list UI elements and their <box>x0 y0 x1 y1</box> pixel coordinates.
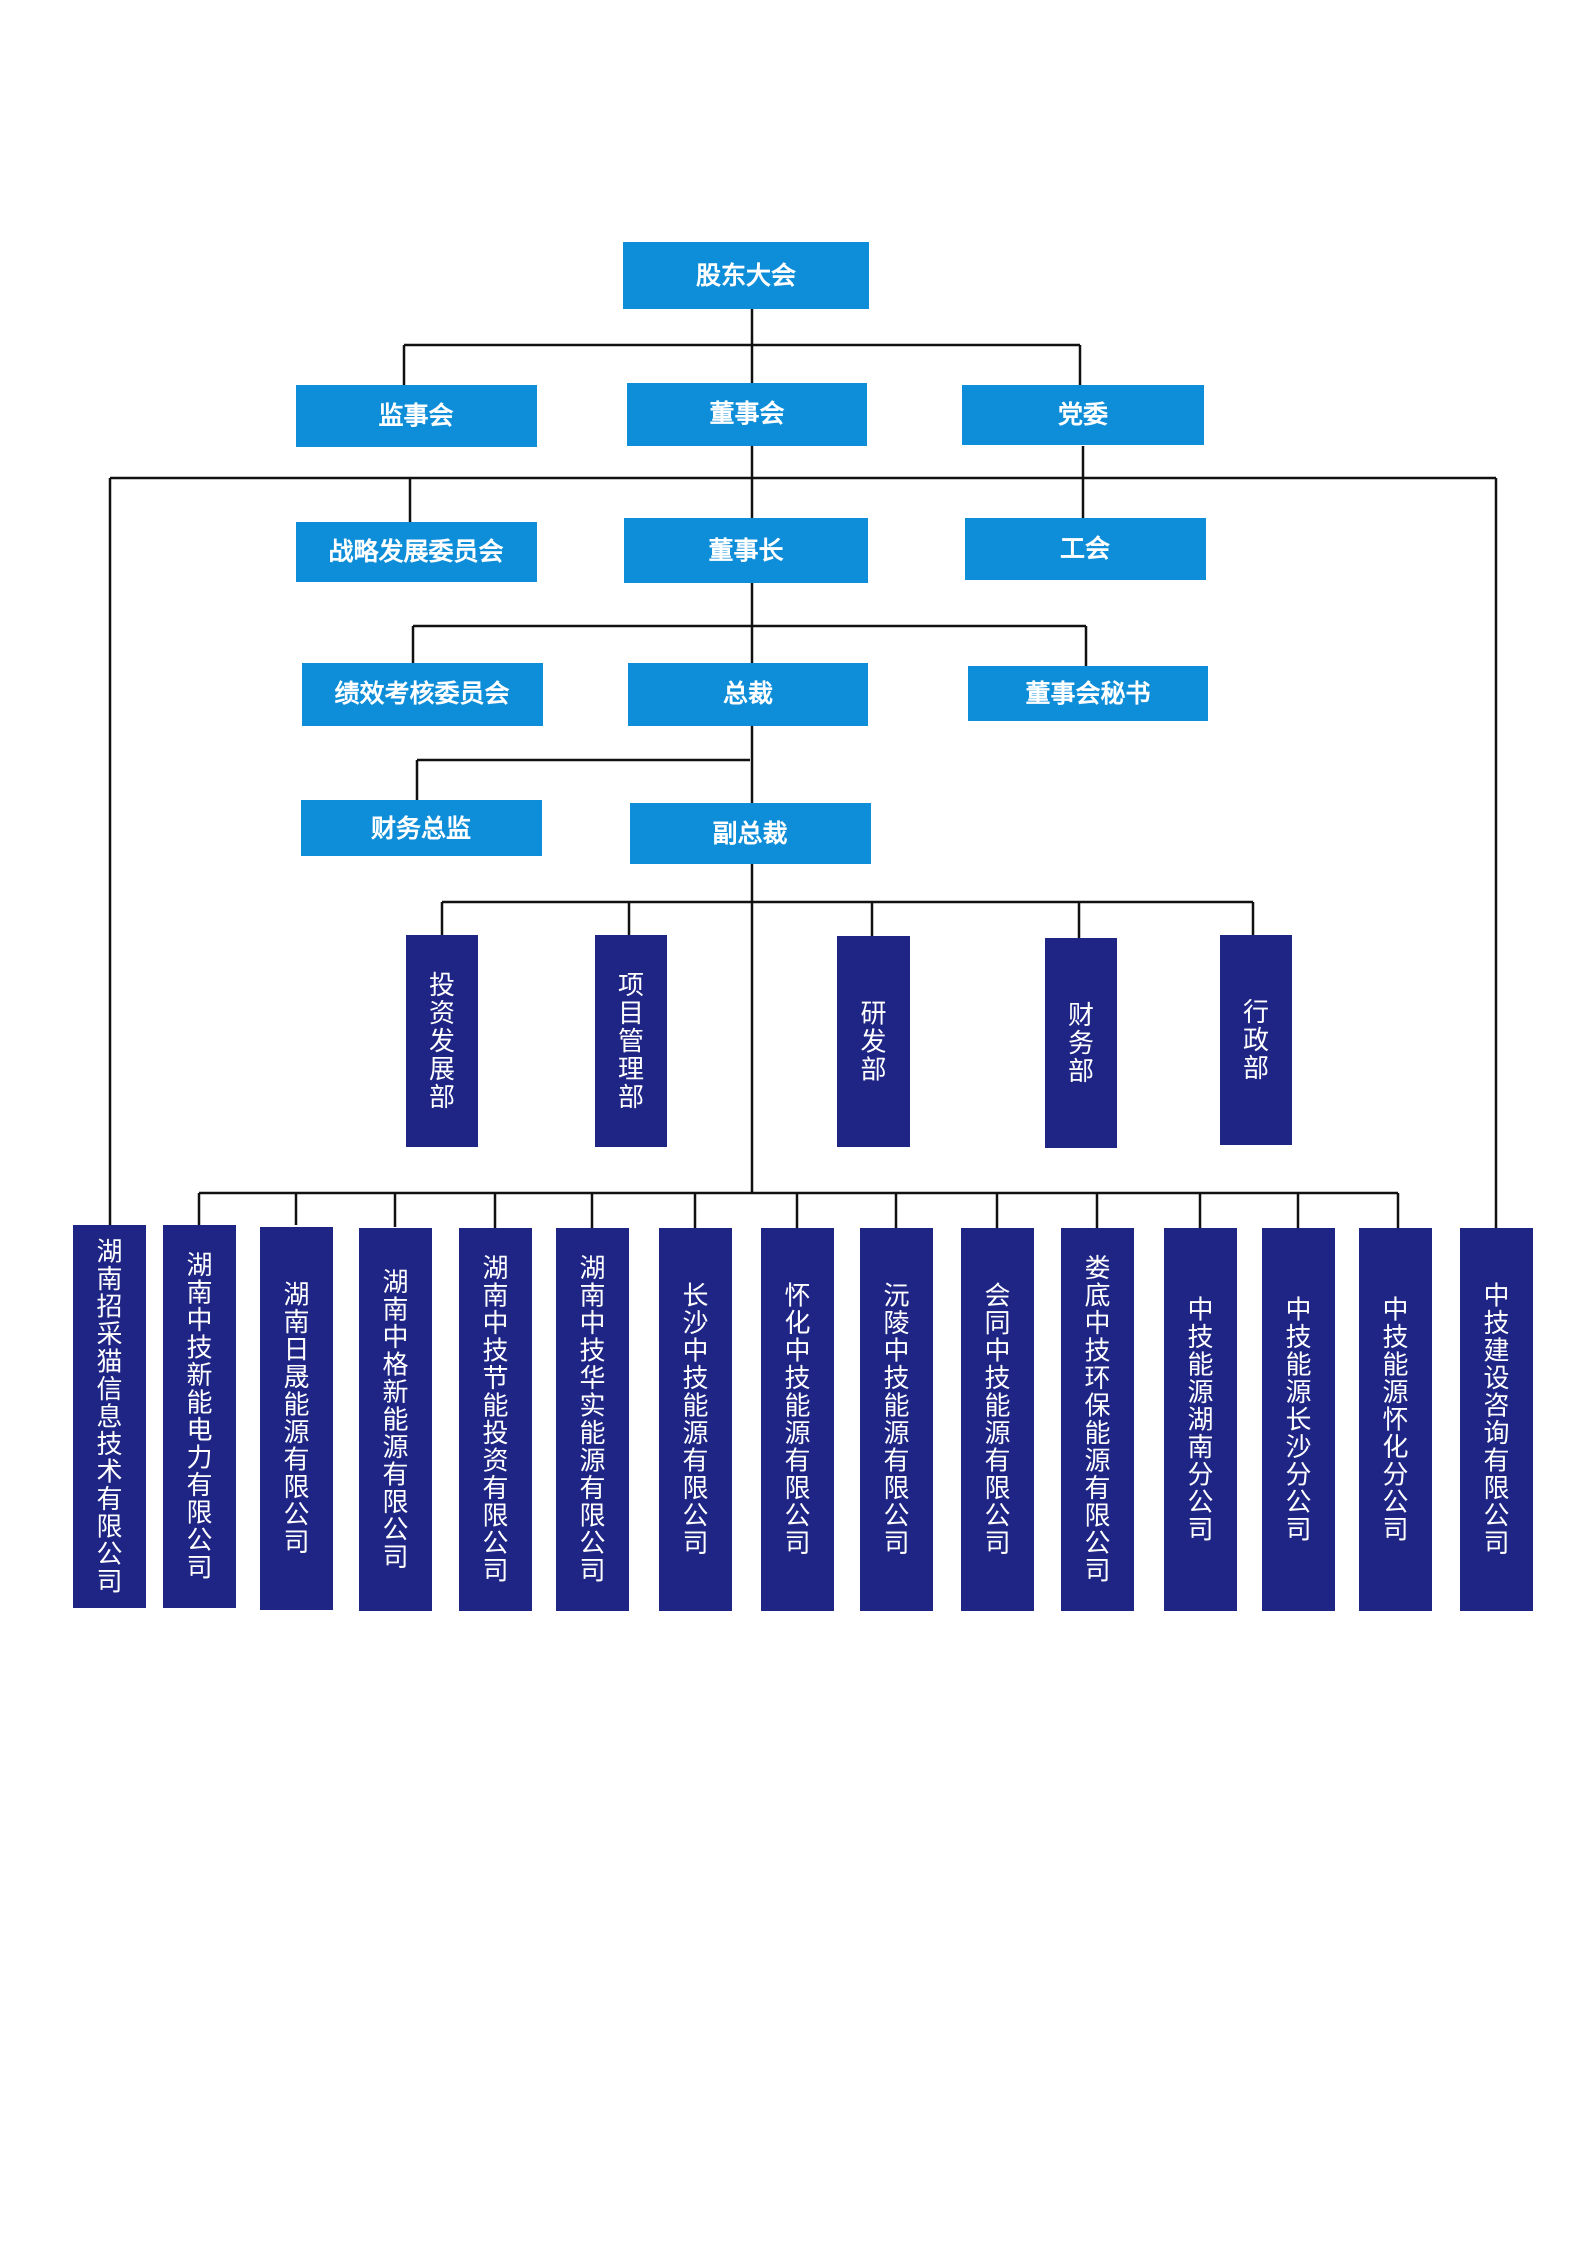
board-of-directors-box: 董事会 <box>627 383 867 446</box>
department-box: 投资发展部 <box>406 935 478 1147</box>
board-secretary-box: 董事会秘书 <box>968 666 1208 721</box>
department-label: 项目管理部 <box>618 971 644 1113</box>
labor-union-label: 工会 <box>1060 534 1110 563</box>
board-of-supervisors-label: 监事会 <box>378 401 453 430</box>
shareholders-meeting-label: 股东大会 <box>696 261 796 290</box>
subsidiary-label: 会同中技能源有限公司 <box>984 1282 1010 1560</box>
performance-committee-label: 绩效考核委员会 <box>334 679 509 708</box>
subsidiary-box: 湖南招采猫信息技术有限公司 <box>73 1225 146 1608</box>
subsidiary-label: 中技能源湖南分公司 <box>1187 1295 1213 1545</box>
subsidiary-box: 湖南中技华实能源有限公司 <box>556 1228 629 1611</box>
chairman-label: 董事长 <box>708 536 784 565</box>
subsidiary-box: 娄底中技环保能源有限公司 <box>1061 1228 1134 1611</box>
department-label: 投资发展部 <box>429 971 455 1113</box>
subsidiary-label: 中技能源长沙分公司 <box>1285 1295 1311 1545</box>
cfo-label: 财务总监 <box>371 814 471 843</box>
subsidiary-box: 中技能源长沙分公司 <box>1262 1228 1335 1611</box>
connector-line <box>402 309 1082 385</box>
subsidiary-label: 湖南中技新能电力有限公司 <box>186 1251 212 1584</box>
subsidiary-box: 沅陵中技能源有限公司 <box>860 1228 933 1611</box>
vice-president-label: 副总裁 <box>712 819 787 848</box>
cfo-box: 财务总监 <box>301 800 542 856</box>
connector-line <box>415 726 754 803</box>
department-box: 行政部 <box>1220 935 1292 1145</box>
connector-line <box>440 864 1255 1193</box>
subsidiary-label: 娄底中技环保能源有限公司 <box>1084 1254 1110 1587</box>
subsidiary-label: 湖南日晟能源有限公司 <box>283 1281 309 1559</box>
subsidiary-label: 怀化中技能源有限公司 <box>784 1282 810 1560</box>
subsidiary-box: 湖南中技节能投资有限公司 <box>459 1228 532 1611</box>
department-label: 行政部 <box>1243 998 1269 1084</box>
subsidiary-box: 长沙中技能源有限公司 <box>659 1228 732 1611</box>
connector-lines <box>108 309 1498 1228</box>
department-label: 财务部 <box>1068 1001 1094 1087</box>
subsidiary-label: 中技能源怀化分公司 <box>1382 1295 1408 1545</box>
subsidiary-label: 湖南中技节能投资有限公司 <box>482 1254 508 1587</box>
subsidiary-box: 会同中技能源有限公司 <box>961 1228 1034 1611</box>
president-label: 总裁 <box>723 679 773 708</box>
subsidiary-label: 中技建设咨询有限公司 <box>1483 1282 1509 1560</box>
performance-committee-box: 绩效考核委员会 <box>302 663 543 726</box>
subsidiary-box: 湖南中格新能源有限公司 <box>359 1228 432 1611</box>
chairman-box: 董事长 <box>624 518 868 583</box>
department-label: 研发部 <box>860 1000 886 1086</box>
vice-president-box: 副总裁 <box>630 803 871 864</box>
subsidiary-label: 沅陵中技能源有限公司 <box>883 1282 909 1560</box>
shareholders-meeting-box: 股东大会 <box>623 242 869 309</box>
subsidiary-label: 湖南中技华实能源有限公司 <box>579 1254 605 1587</box>
departments: 投资发展部 项目管理部 研发部 财务部 行政部 <box>406 935 1292 1148</box>
connector-line <box>197 1191 1400 1228</box>
subsidiary-label: 长沙中技能源有限公司 <box>682 1282 708 1560</box>
board-secretary-label: 董事会秘书 <box>1025 679 1150 708</box>
labor-union-box: 工会 <box>965 518 1206 580</box>
connector-line <box>108 446 1498 1228</box>
board-of-supervisors-box: 监事会 <box>296 385 537 447</box>
board-of-directors-label: 董事会 <box>709 399 784 428</box>
department-box: 研发部 <box>837 936 910 1147</box>
party-committee-box: 党委 <box>962 385 1204 445</box>
party-committee-label: 党委 <box>1058 400 1108 429</box>
strategy-committee-label: 战略发展委员会 <box>328 537 503 566</box>
subsidiary-box: 湖南日晟能源有限公司 <box>260 1227 333 1610</box>
subsidiary-box: 湖南中技新能电力有限公司 <box>163 1225 236 1608</box>
subsidiary-label: 湖南中格新能源有限公司 <box>382 1268 408 1573</box>
subsidiary-label: 湖南招采猫信息技术有限公司 <box>96 1237 122 1597</box>
department-box: 项目管理部 <box>595 935 667 1147</box>
subsidiary-box: 中技能源怀化分公司 <box>1359 1228 1432 1611</box>
subsidiary-box: 中技能源湖南分公司 <box>1164 1228 1237 1611</box>
president-box: 总裁 <box>628 663 868 726</box>
department-box: 财务部 <box>1045 938 1117 1148</box>
strategy-committee-box: 战略发展委员会 <box>296 522 537 582</box>
subsidiaries: 湖南招采猫信息技术有限公司 湖南中技新能电力有限公司 湖南日晟能源有限公司 湖南中格新… <box>73 1225 1533 1611</box>
subsidiary-box: 怀化中技能源有限公司 <box>761 1228 834 1611</box>
connector-line <box>411 583 1088 666</box>
subsidiary-box: 中技建设咨询有限公司 <box>1460 1228 1533 1611</box>
